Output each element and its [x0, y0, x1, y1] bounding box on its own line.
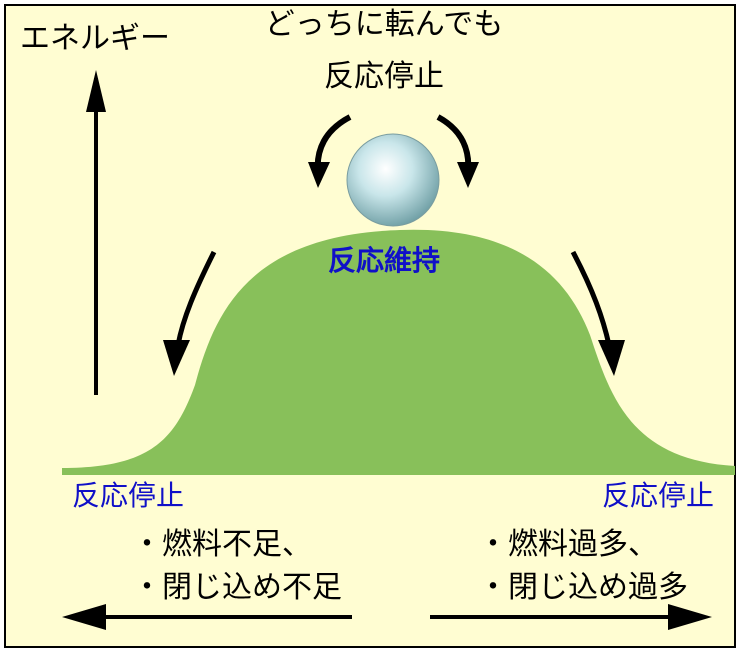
curved-arrow-right-head	[457, 162, 479, 188]
left-stop-label: 反応停止	[72, 479, 184, 512]
downhill-arrow-left	[175, 250, 217, 346]
ball-icon	[346, 133, 440, 227]
right-cause-line2: ・閉じ込め過多	[478, 570, 688, 605]
bottom-arrow-left-head	[62, 604, 106, 630]
top-caption-line2: 反応停止	[324, 59, 444, 94]
left-cause-line2: ・閉じ込め不足	[132, 570, 342, 605]
energy-axis-label: エネルギー	[20, 21, 170, 56]
right-cause-line1: ・燃料過多、	[478, 527, 658, 562]
downhill-arrow-left-head	[163, 340, 190, 376]
energy-axis-arrowhead	[86, 70, 106, 112]
downhill-arrow-right	[570, 250, 612, 346]
left-cause-line1: ・燃料不足、	[132, 527, 312, 562]
bottom-arrow-right-head	[668, 604, 712, 630]
energy-hill	[62, 229, 735, 475]
top-caption-line1: どっちに転んでも	[265, 7, 504, 42]
right-stop-label: 反応停止	[602, 479, 714, 512]
curved-arrow-left-head	[308, 162, 330, 188]
downhill-arrow-right-head	[598, 340, 625, 376]
peak-label: 反応維持	[328, 244, 440, 277]
